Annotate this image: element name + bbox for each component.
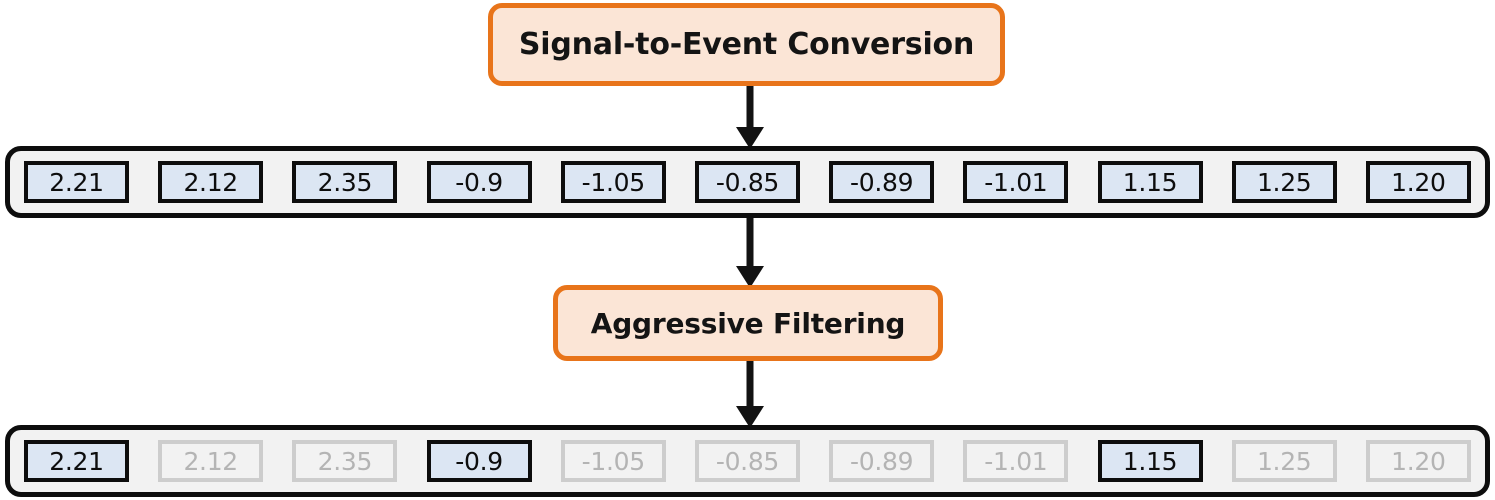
sequence-cell[interactable]: -0.89 bbox=[829, 440, 935, 482]
arrow-filtering-to-filtered-icon bbox=[733, 360, 767, 428]
process-box-signal-to-event-conversion[interactable]: Signal-to-Event Conversion bbox=[488, 3, 1005, 86]
arrow-shaft bbox=[746, 85, 754, 129]
arrow-shaft bbox=[746, 360, 754, 408]
sequence-cell[interactable]: -1.05 bbox=[560, 161, 666, 203]
raw-signal-sequence: 2.21 2.12 2.35 -0.9 -1.05 -0.85 -0.89 -1.01 1.15… bbox=[5, 146, 1490, 218]
sequence-cell[interactable]: 1.15 bbox=[1097, 161, 1203, 203]
sequence-cell[interactable]: 2.21 bbox=[24, 161, 129, 203]
sequence-cell[interactable]: 2.12 bbox=[158, 161, 264, 203]
sequence-cell[interactable]: 2.35 bbox=[292, 440, 398, 482]
process-label-aggressive-filtering: Aggressive Filtering bbox=[590, 306, 906, 340]
sequence-cell[interactable]: -0.9 bbox=[426, 440, 532, 482]
process-box-aggressive-filtering[interactable]: Aggressive Filtering bbox=[553, 285, 943, 361]
arrow-head bbox=[736, 266, 764, 288]
arrow-conversion-to-raw-icon bbox=[733, 85, 767, 149]
arrow-raw-to-filtering-icon bbox=[733, 218, 767, 288]
sequence-cell[interactable]: -1.01 bbox=[963, 161, 1069, 203]
sequence-cell[interactable]: 1.20 bbox=[1365, 440, 1471, 482]
arrow-shaft bbox=[746, 218, 754, 268]
sequence-cell[interactable]: 1.15 bbox=[1097, 440, 1203, 482]
process-label-signal-to-event-conversion: Signal-to-Event Conversion bbox=[518, 27, 975, 62]
sequence-cell[interactable]: 1.25 bbox=[1231, 161, 1337, 203]
sequence-cell[interactable]: -1.05 bbox=[560, 440, 666, 482]
sequence-cell[interactable]: -0.9 bbox=[426, 161, 532, 203]
sequence-cell[interactable]: 2.35 bbox=[292, 161, 398, 203]
arrow-head bbox=[736, 406, 764, 428]
sequence-cell[interactable]: -0.85 bbox=[694, 440, 800, 482]
sequence-cell[interactable]: -0.85 bbox=[694, 161, 800, 203]
arrow-head bbox=[736, 127, 764, 149]
sequence-cell[interactable]: 2.21 bbox=[24, 440, 129, 482]
sequence-cell[interactable]: 1.25 bbox=[1231, 440, 1337, 482]
sequence-cell[interactable]: 1.20 bbox=[1365, 161, 1471, 203]
sequence-cell[interactable]: -0.89 bbox=[829, 161, 935, 203]
filtered-signal-sequence: 2.21 2.12 2.35 -0.9 -1.05 -0.85 -0.89 -1.01 1.15… bbox=[5, 425, 1490, 497]
sequence-cell[interactable]: 2.12 bbox=[158, 440, 264, 482]
sequence-cell[interactable]: -1.01 bbox=[963, 440, 1069, 482]
